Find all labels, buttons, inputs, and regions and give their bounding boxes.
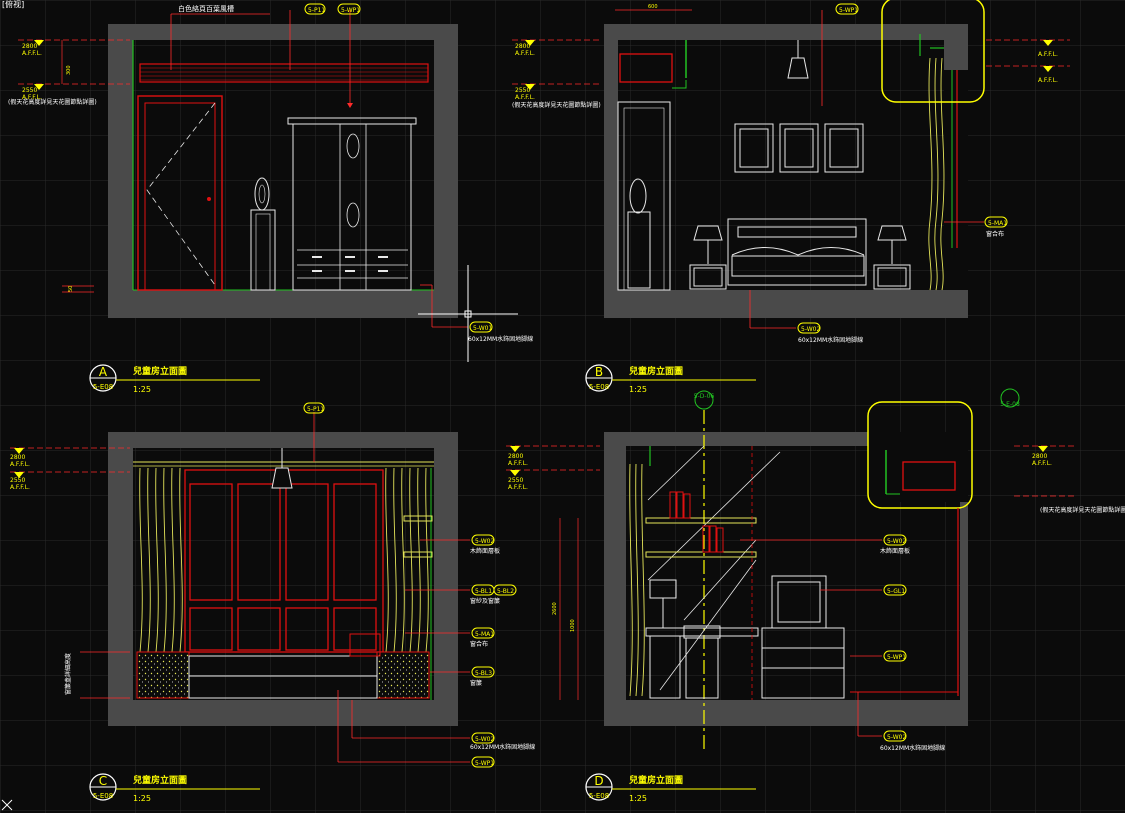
note-c-height: 窗簾盒詳細高度: [64, 653, 72, 695]
svg-text:A.F.F.L.: A.F.F.L.: [1032, 460, 1052, 467]
svg-text:(假天花高度詳見天花圖節點詳圖): (假天花高度詳見天花圖節點詳圖): [512, 101, 601, 109]
elevation-b: 600 5-WP1 5-MA1 窗合布 5-W02 60x12MM水鉓固地脚線 …: [512, 0, 1070, 394]
note-b-curtain: 窗合布: [986, 230, 1004, 238]
stone-block-left: [136, 651, 190, 699]
detail-callout-d: [867, 401, 973, 509]
view-a-title: 兒童房立面圖: [133, 365, 187, 377]
bed: [727, 218, 867, 286]
stone-block-right: [376, 651, 430, 699]
svg-text:A.F.F.L.: A.F.F.L.: [508, 460, 528, 467]
tag-a-p11: 5-P11: [308, 7, 325, 14]
cad-cursor-icon: [418, 265, 518, 362]
detail-callout-b: [881, 0, 985, 103]
view-c-title: 兒童房立面圖: [133, 774, 187, 786]
detail-ref: 5-E-08: [1000, 401, 1020, 408]
svg-text:2600: 2600: [552, 602, 558, 615]
section-ref: 5-D-06: [694, 393, 715, 400]
svg-text:300: 300: [66, 65, 72, 75]
svg-text:A.F.F.L.: A.F.F.L.: [1038, 51, 1058, 58]
tag-c-bl3: 5-BL3: [475, 670, 492, 677]
tag-b-ma1: 5-MA1: [988, 220, 1007, 227]
tag-c-w02: 5-W02: [475, 538, 494, 545]
svg-text:50: 50: [68, 286, 74, 292]
svg-text:A.F.F.L.: A.F.F.L.: [22, 94, 42, 101]
view-a-letter: A: [99, 365, 108, 379]
tag-d-gl1: 5-GL1: [887, 588, 905, 595]
tag-d-wp1: 5-WP1: [887, 654, 906, 661]
svg-text:60x12MM水鉓固地脚線: 60x12MM水鉓固地脚線: [470, 743, 535, 751]
svg-text:60x12MM水鉓固地脚線: 60x12MM水鉓固地脚線: [880, 744, 945, 752]
view-b-title: 兒童房立面圖: [629, 365, 683, 377]
wood-panel-wall: [184, 469, 384, 653]
svg-text:A.F.F.L.: A.F.F.L.: [508, 484, 528, 491]
tag-c-w02b: 5-W02: [475, 736, 494, 743]
level-a-2800: 2800: [22, 43, 37, 50]
svg-text:(假天花高度詳見天花圖節點詳圖): (假天花高度詳見天花圖節點詳圖): [1040, 506, 1125, 514]
svg-text:2800: 2800: [515, 43, 530, 50]
view-a-scale: 1:25: [133, 385, 151, 394]
tag-d-w02: 5-W02: [887, 538, 906, 545]
view-c-scale: 1:25: [133, 794, 151, 803]
svg-text:2800: 2800: [508, 453, 523, 460]
tag-a-w01: 5-W01: [473, 325, 492, 332]
tag-b-wp1: 5-WP1: [839, 7, 858, 14]
svg-text:窗紗及窗簾: 窗紗及窗簾: [470, 597, 500, 605]
door-swing: [146, 102, 216, 286]
elevation-a: 白色絡頁百葉風槽 5-P11 5-WP1 5-W01 60x12MM水鉓固地脚線…: [8, 3, 533, 394]
tag-d-w02b: 5-W02: [887, 734, 906, 741]
wall-frames: [734, 123, 864, 173]
svg-text:600: 600: [648, 4, 658, 10]
curtain-d: [629, 463, 645, 697]
svg-text:窗合布: 窗合布: [470, 640, 488, 648]
tag-c-ma1: 5-MA1: [475, 631, 494, 638]
view-d-scale: 1:25: [629, 794, 647, 803]
svg-text:2800: 2800: [1032, 453, 1047, 460]
pendant-lamp-c: [271, 467, 293, 489]
svg-text:A.F.F.L.: A.F.F.L.: [10, 461, 30, 468]
ucs-icon: [1, 799, 13, 811]
svg-text:窗簾: 窗簾: [470, 679, 482, 687]
ceiling-note-a: (假天花高度詳見天花圖節點詳圖): [8, 98, 97, 106]
view-a-top-note: 白色絡頁百葉風槽: [178, 4, 234, 13]
svg-text:5-E08: 5-E08: [93, 383, 113, 391]
view-d-letter: D: [594, 774, 603, 788]
svg-text:5-E08: 5-E08: [589, 383, 609, 391]
pendant-lamp-b: [787, 57, 809, 79]
view-b-scale: 1:25: [629, 385, 647, 394]
svg-text:2550: 2550: [508, 477, 523, 484]
view-c-letter: C: [99, 774, 107, 788]
curtain-b: [928, 57, 945, 291]
elevation-d: 5-D-06 5-E-08: [506, 388, 1125, 803]
elevation-c: 5-P11 5-W02 木飾面層板 5-BL1 5-BL2 窗紗及窗簾 5-MA…: [10, 402, 535, 803]
svg-text:2550: 2550: [10, 477, 25, 484]
svg-text:A.F.F.L.: A.F.F.L.: [515, 50, 535, 57]
tag-c-wp1: 5-WP1: [475, 760, 494, 767]
tag-c-bl2: 5-BL2: [497, 588, 514, 595]
svg-text:木飾面層板: 木飾面層板: [470, 547, 500, 555]
svg-text:A.F.F.L.: A.F.F.L.: [515, 94, 535, 101]
note-b-skirting: 60x12MM水鉓固地脚線: [798, 336, 863, 344]
svg-text:2550: 2550: [515, 87, 530, 94]
viewport-label[interactable]: [俯视]: [2, 0, 24, 9]
tag-a-wp1: 5-WP1: [341, 7, 360, 14]
svg-text:5-E08: 5-E08: [93, 792, 113, 800]
svg-text:A.F.F.L.: A.F.F.L.: [1038, 77, 1058, 84]
note-a-skirting: 60x12MM水鉓固地脚線: [468, 335, 533, 343]
svg-text:2800: 2800: [10, 454, 25, 461]
svg-text:1000: 1000: [570, 619, 576, 632]
tag-b-w02: 5-W02: [801, 326, 820, 333]
tag-c-bl1: 5-BL1: [475, 588, 492, 595]
svg-text:A.F.F.L.: A.F.F.L.: [22, 50, 42, 57]
svg-text:5-E08: 5-E08: [589, 792, 609, 800]
tag-c-p11: 5-P11: [307, 406, 324, 413]
svg-text:A.F.F.L.: A.F.F.L.: [10, 484, 30, 491]
svg-text:2550: 2550: [22, 87, 37, 94]
linear-grille: [139, 63, 429, 83]
curtain-c: [139, 467, 429, 653]
view-b-letter: B: [595, 365, 603, 379]
svg-text:木飾面層板: 木飾面層板: [880, 547, 910, 555]
view-d-title: 兒童房立面圖: [629, 774, 683, 786]
